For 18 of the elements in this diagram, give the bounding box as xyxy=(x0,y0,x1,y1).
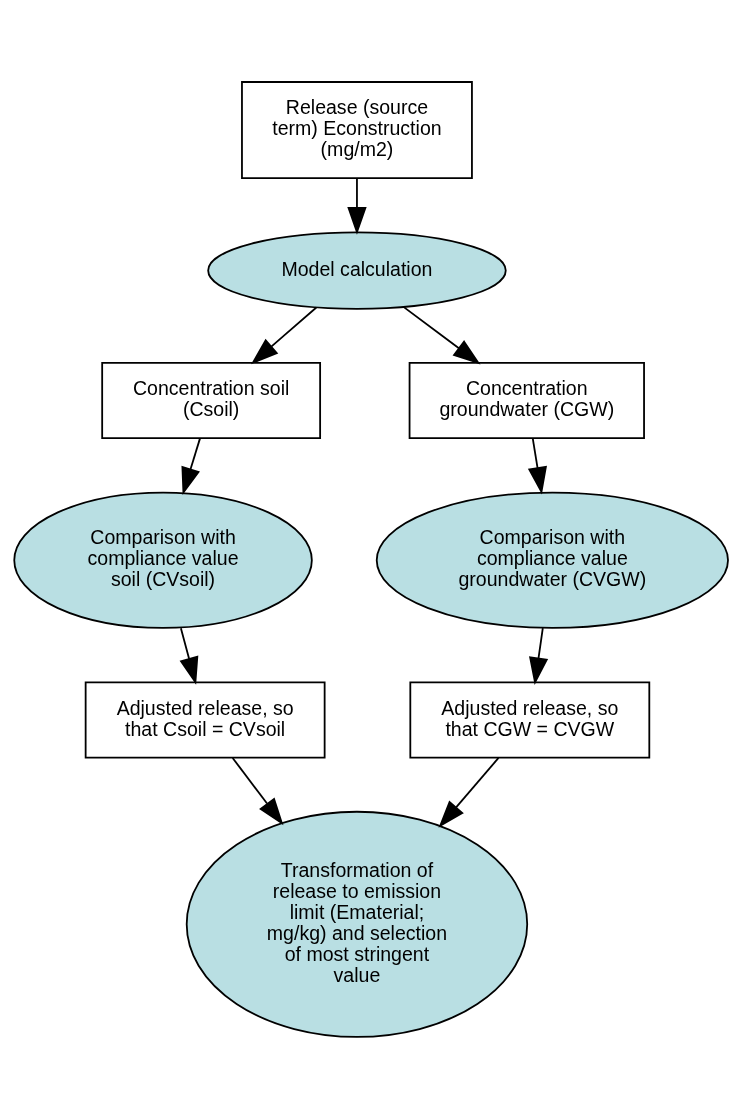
arrow xyxy=(529,626,549,685)
node-box: Release (source term) Econstruction (mg/m2) xyxy=(241,80,473,179)
node-ellipse: Model calculation xyxy=(207,231,507,310)
arrow xyxy=(179,626,199,685)
node-ellipse: Transformation of release to emission limit (Ematerial; mg/kg) and selection of most stringent value xyxy=(185,810,529,1038)
arrow xyxy=(402,305,481,364)
arrow xyxy=(438,756,500,828)
node-ellipse: Comparison with compliance value groundwater (CVGW) xyxy=(375,491,729,629)
arrow xyxy=(251,306,318,364)
node-ellipse: Comparison with compliance value soil (CVsoil) xyxy=(13,491,313,629)
node-box: Adjusted release, so that Csoil = CVsoil xyxy=(84,681,326,758)
arrow xyxy=(231,756,284,825)
node-box: Concentration soil (Csoil) xyxy=(101,361,322,439)
node-box: Concentration groundwater (CGW) xyxy=(408,361,645,439)
node-box: Adjusted release, so that CGW = CVGW xyxy=(409,681,651,758)
arrow xyxy=(347,177,367,235)
arrow xyxy=(527,437,547,495)
arrow xyxy=(181,437,201,495)
